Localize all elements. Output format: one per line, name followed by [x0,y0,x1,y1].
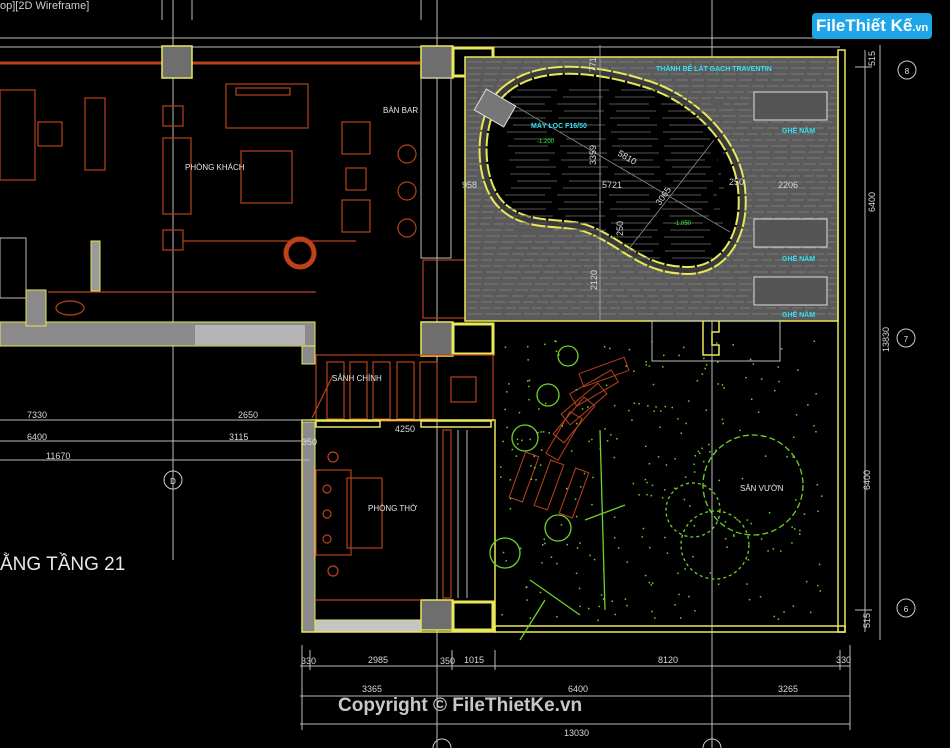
pool-filter-label: MÁY LỌC F16/50 [531,121,587,130]
dimension-text: 958 [462,180,477,190]
wall [195,325,305,345]
grid-bubble-6: 6 [896,598,916,618]
stepping-stone [545,411,583,461]
logo-suffix: .vn [912,22,929,34]
lounger-label: GHẾ NẰM [782,309,815,319]
living-room-furniture [0,61,420,316]
dimension-text: 6400 [867,192,877,212]
room-label: PHÒNG KHÁCH [185,163,245,172]
level-marker: -1.200 [537,139,555,145]
dimension-text: 515 [867,51,877,66]
dimension-text: 2985 [368,655,388,665]
wall [25,289,47,327]
plan-title: ẰNG TẦNG 21 [0,554,126,575]
dimension-text: 6400 [862,470,872,490]
grid-bubble-8: 8 [897,60,917,80]
glass-partition [420,77,452,259]
dimension-text: 3365 [362,684,382,694]
room-label: PHÒNG THỜ [368,504,417,513]
dimension-text: 2120 [589,270,599,290]
grid-bubble-7: 7 [896,328,916,348]
wall [301,345,316,365]
viewport-label[interactable]: op][2D Wireframe] [0,0,90,12]
dimension-text: 330 [301,656,316,666]
dimension-text: 350 [302,437,317,447]
wall [451,600,495,632]
room-label: SÂN VƯỜN [740,484,784,493]
water-hatch [505,89,725,259]
dimension-lines [0,45,881,730]
grid-bubble-d: D [163,470,183,490]
main-lobby [311,354,494,428]
filethietke-logo: FileThiết Kế.vn [812,13,933,39]
logo-text: FileThiết Kế [816,16,913,35]
stepping-stones [508,356,630,519]
pool-filter-icon [473,88,517,128]
stepping-stone [508,451,540,503]
column [420,599,454,631]
column [161,45,193,79]
sun-loungers [753,91,828,306]
dimension-text: 11670 [46,451,70,461]
dimension-text: 6400 [568,684,588,694]
svg-text:7: 7 [904,335,909,344]
dimension-text: 8120 [658,655,678,665]
dimension-text: 13030 [564,728,589,738]
wall [451,322,495,356]
dimension-text: 5721 [602,180,622,190]
stepping-stone [558,467,590,519]
dimension-text: 2206 [778,180,798,190]
garden-wall [494,625,846,633]
worship-room [301,419,496,633]
dimension-text: 13830 [881,327,891,352]
stepping-stone [569,369,619,407]
dimension-text: 2650 [238,410,258,420]
copyright-watermark: Copyright © FileThietKe.vn [338,695,583,716]
svg-text:8: 8 [905,67,910,76]
lounger-label: GHẾ NẰM [782,253,815,263]
column [420,321,454,357]
dimension-text: 3115 [229,432,248,442]
pool-edge-note: THÀNH BỂ LÁT GẠCH TRAVENTIN [656,64,772,73]
dimension-text: 1015 [464,655,484,665]
stepping-stone [533,459,565,511]
dimension-text: 7330 [27,410,47,420]
svg-text:D: D [170,477,176,486]
dimension-text: 515 [862,613,872,628]
dimension-text: 3265 [778,684,798,694]
room-label: SẢNH CHÍNH [332,374,382,383]
dimension-text: 771 [588,57,598,72]
svg-text:6: 6 [904,605,909,614]
grid-bubble [702,738,722,748]
column [420,45,454,79]
dimension-text: 250 [615,221,625,236]
stepping-stone [552,396,596,444]
wall [702,321,720,356]
dimension-text: 6400 [27,432,47,442]
dimension-text: 350 [440,656,455,666]
dimension-line [504,99,731,233]
dimension-text: 250 [729,177,744,187]
level-marker: -1.050 [674,221,692,227]
grid-bubble [432,738,452,748]
lounger-label: GHẾ NẰM [782,125,815,135]
room-label: BÀN BAR [383,106,418,115]
dimension-text: 4250 [395,424,415,434]
dimension-text: 3359 [588,145,598,165]
dimension-line [627,139,715,251]
stepping-stone [578,356,630,388]
dimension-text: 330 [836,655,851,665]
garden-planting [489,340,823,641]
